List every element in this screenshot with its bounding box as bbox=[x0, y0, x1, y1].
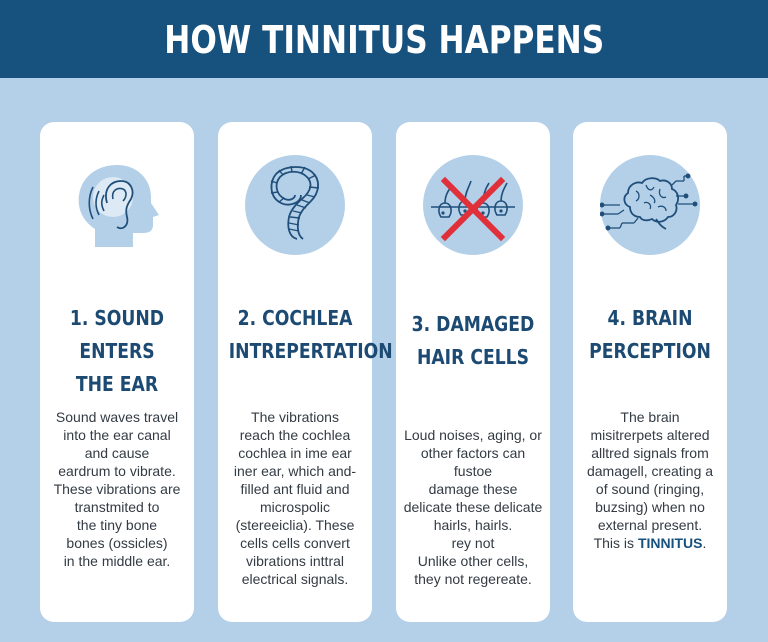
step-heading: 2. COCHLEA INTREPERTATION bbox=[228, 306, 393, 363]
step-card-sound-enters: 1. SOUND ENTERS THE EAR Sound waves trav… bbox=[40, 122, 194, 622]
step-heading: 1. SOUND ENTERS THE EAR bbox=[69, 306, 165, 396]
step-description: Sound waves travel into the ear canal an… bbox=[53, 409, 181, 569]
cochlea-icon bbox=[245, 155, 345, 255]
tinnitus-conclusion: This is TINNITUS. bbox=[593, 535, 707, 551]
title-banner: HOW TINNITUS HAPPENS bbox=[0, 0, 768, 78]
step-card-cochlea: 2. COCHLEA INTREPERTATION The vibrations… bbox=[218, 122, 393, 622]
head-ear-icon bbox=[67, 155, 167, 255]
step-description: The brain misitrerpets altered alltred s… bbox=[573, 408, 727, 552]
brain-signals-icon bbox=[600, 155, 700, 255]
step-card-damaged-hair-cells: 3. DAMAGED HAIR CELLS Loud noises, aging… bbox=[396, 122, 550, 622]
page-title: HOW TINNITUS HAPPENS bbox=[164, 18, 604, 62]
tinnitus-term: TINNITUS bbox=[637, 535, 703, 551]
damaged-hair-cells-icon bbox=[423, 155, 523, 255]
step-heading: 3. DAMAGED HAIR CELLS bbox=[411, 312, 535, 369]
step-description: Loud noises, aging, or other factors can… bbox=[403, 427, 543, 587]
step-description: The vibrations reach the cochlea cochlea… bbox=[233, 409, 357, 587]
step-card-brain-perception: 4. BRAIN PERCEPTION The brain misitrerpe… bbox=[573, 122, 727, 622]
step-heading: 4. BRAIN PERCEPTION bbox=[589, 306, 711, 363]
